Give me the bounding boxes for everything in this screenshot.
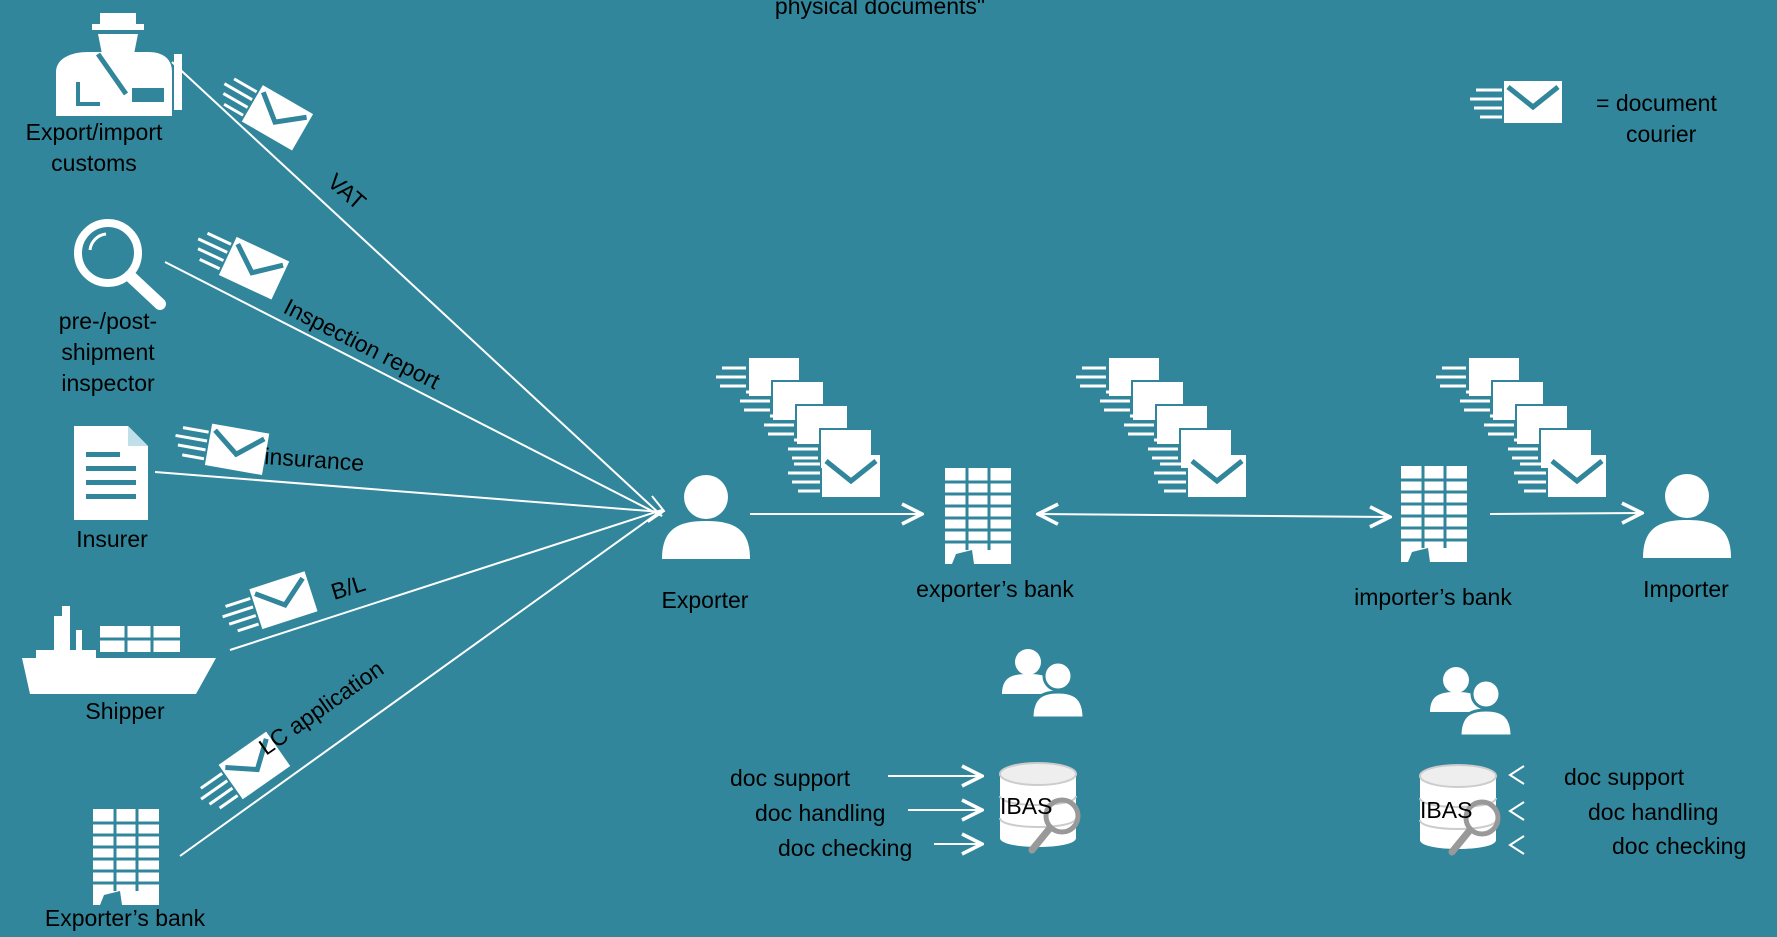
ibas-right-arrow-2 (1508, 801, 1525, 821)
legend-courier-icon (1470, 81, 1562, 123)
ibas-right-label: IBAS (1420, 797, 1472, 823)
ibas-right-arrow-1 (1508, 765, 1525, 785)
edge-lc-line (179, 509, 663, 857)
shipper-label: Shipper (85, 698, 165, 724)
arrow-bank-to-bank (1038, 514, 1390, 517)
ibas-right-item-handling: doc handling (1588, 799, 1719, 825)
customs-officer-icon (56, 13, 182, 116)
exporters-bank-left-label: Exporter’s bank (44, 905, 206, 931)
legend-text-line1: = document (1596, 90, 1717, 116)
team-users-icon-left (1000, 647, 1086, 720)
courier-insurance-icon (171, 418, 269, 475)
ibas-right-item-support: doc support (1564, 764, 1685, 790)
document-icon (74, 426, 148, 520)
ship-icon (22, 606, 216, 694)
title-fragment: physical documents" (774, 0, 986, 19)
document-stack-banks (1074, 355, 1246, 497)
legend-text-line2: courier (1626, 121, 1697, 147)
ibas-left-item-checking: doc checking (778, 835, 913, 861)
customs-label-line1: Export/import (25, 119, 163, 145)
ibas-right-item-checking: doc checking (1612, 833, 1747, 859)
edge-label-lc: LC application (254, 655, 388, 760)
courier-vat-icon (212, 68, 313, 150)
exporter-label: Exporter (661, 587, 749, 613)
edge-insurance-line (154, 471, 663, 513)
insurer-label: Insurer (76, 526, 148, 552)
team-users-icon-right (1428, 665, 1514, 738)
importer-person-icon (1643, 474, 1731, 558)
customs-label-line2: customs (51, 150, 137, 176)
document-stack-exporter (714, 355, 880, 497)
ibas-left-label: IBAS (1000, 793, 1052, 819)
exporter-arrowhead (647, 495, 666, 523)
exporters-bank-label: exporter’s bank (916, 576, 1074, 602)
edge-bl-line (229, 509, 663, 651)
ibas-left-item-support: doc support (730, 765, 851, 791)
inspector-label-line2: shipment (61, 339, 155, 365)
importers-bank-label: importer’s bank (1354, 584, 1512, 610)
exporter-person-icon (662, 475, 750, 559)
edge-label-insurance: insurance (264, 443, 365, 476)
magnifier-icon (74, 219, 166, 310)
ibas-left-item-handling: doc handling (755, 800, 886, 826)
edge-label-bl: B/L (328, 570, 369, 605)
bank-building-icon-left (91, 807, 161, 907)
exporters-bank-building-icon (943, 466, 1013, 566)
courier-bl-icon (217, 571, 317, 639)
ibas-right-arrow-3 (1508, 835, 1525, 855)
importer-label: Importer (1643, 576, 1729, 602)
courier-inspection-icon (188, 223, 289, 300)
edge-inspection-line (164, 261, 663, 517)
importers-bank-building-icon (1399, 464, 1469, 564)
inspector-label-line1: pre-/post- (58, 308, 158, 334)
arrow-bank-to-importer (1489, 513, 1642, 514)
inspector-label-line3: inspector (61, 370, 155, 396)
edge-label-inspection: Inspection report (280, 293, 445, 394)
edge-vat-line (171, 61, 663, 517)
